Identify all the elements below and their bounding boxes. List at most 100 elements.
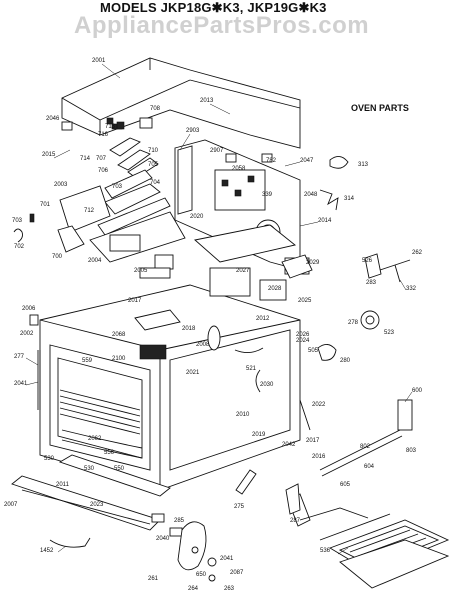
callout-label: 2016 <box>312 454 326 460</box>
callout-label: 2068 <box>112 332 126 338</box>
callout-label: 700 <box>52 254 63 260</box>
callout-label: 2024 <box>296 338 310 344</box>
bottom-trim <box>11 454 183 548</box>
callout-label: 287 <box>290 518 301 524</box>
callout-label: 2001 <box>92 58 106 64</box>
callout-label: 802 <box>360 444 371 450</box>
callout-label: 2002 <box>20 331 34 337</box>
callout-label: 710 <box>148 148 159 154</box>
callout-label: 2100 <box>112 356 126 362</box>
callout-label: 283 <box>366 280 377 286</box>
callout-label: 712 <box>84 208 95 214</box>
callout-label: 2025 <box>298 298 312 304</box>
callout-label: 2004 <box>88 258 102 264</box>
callout-label: 2041 <box>220 556 234 562</box>
callout-label: 2047 <box>300 158 314 164</box>
callout-label: 716 <box>98 132 109 138</box>
right-side-parts <box>177 253 413 582</box>
callout-label: 2017 <box>306 438 320 444</box>
callout-label: 2010 <box>236 412 250 418</box>
callout-label: 705 <box>148 162 159 168</box>
callout-label: 2013 <box>200 98 214 104</box>
callout-label: 650 <box>196 572 207 578</box>
callout-label: 714 <box>80 156 91 162</box>
callout-label: 264 <box>188 586 199 592</box>
callout-label: 2028 <box>268 286 282 292</box>
callout-label: 2907 <box>210 148 224 154</box>
callout-label: 2003 <box>54 182 68 188</box>
callout-label: 559 <box>82 358 93 364</box>
callout-label: 262 <box>412 250 423 256</box>
callout-label: 2903 <box>186 128 200 134</box>
watermark: AppliancePartsPros.com <box>74 12 370 39</box>
callout-label: 703 <box>112 184 123 190</box>
callout-label: 702 <box>14 244 25 250</box>
callout-label: 2041 <box>14 381 28 387</box>
callout-label: 556 <box>104 450 115 456</box>
callout-label: 285 <box>174 518 185 524</box>
callout-label: 2029 <box>306 260 320 266</box>
callout-label: 526 <box>362 258 373 264</box>
callout-label: 263 <box>224 586 235 592</box>
callout-label: 2087 <box>230 570 244 576</box>
callout-label: 600 <box>412 388 423 394</box>
callout-label: 536 <box>320 548 331 554</box>
callout-label: 2019 <box>252 432 266 438</box>
callout-label: 2023 <box>90 502 104 508</box>
section-label: OVEN PARTS <box>351 103 409 113</box>
callout-label: 261 <box>148 576 159 582</box>
callout-label: 278 <box>348 320 359 326</box>
callout-label: 708 <box>150 106 161 112</box>
broiler-pan <box>328 519 450 589</box>
callout-label: 2008 <box>196 342 210 348</box>
callout-label: 2020 <box>190 214 204 220</box>
callout-label: 2058 <box>232 166 246 172</box>
callout-label: 1452 <box>40 548 54 554</box>
callout-label: 706 <box>98 168 109 174</box>
callout-label: 2011 <box>56 482 70 488</box>
oven-cavity <box>29 224 310 491</box>
callout-label: 523 <box>384 330 395 336</box>
callout-label: 2048 <box>304 192 318 198</box>
callout-label: 703 <box>12 218 23 224</box>
callout-label: 605 <box>340 482 351 488</box>
callout-label: 550 <box>114 466 125 472</box>
callout-label: 314 <box>344 196 355 202</box>
callout-label: 339 <box>262 192 273 198</box>
callout-label: 280 <box>340 358 351 364</box>
callout-label: 530 <box>84 466 95 472</box>
callout-label: 2018 <box>182 326 196 332</box>
callout-label: 2026 <box>296 332 310 338</box>
callout-label: 275 <box>234 504 245 510</box>
callout-label: 2030 <box>260 382 274 388</box>
callout-label: 2017 <box>128 298 142 304</box>
callout-label: 2022 <box>312 402 326 408</box>
diagram-title: MODELS JKP18G✱K3, JKP19G✱K3 <box>100 0 327 15</box>
callout-label: 707 <box>96 156 107 162</box>
callout-label: 701 <box>40 202 51 208</box>
callout-label: 2014 <box>318 218 332 224</box>
callout-label: 2046 <box>46 116 60 122</box>
callout-label: 2040 <box>156 536 170 542</box>
callout-label: 2007 <box>4 502 18 508</box>
callout-label: 2005 <box>134 268 148 274</box>
control-components <box>13 117 186 279</box>
callout-label: 2062 <box>88 436 102 442</box>
callout-label: 803 <box>406 448 417 454</box>
callout-label: 521 <box>246 366 257 372</box>
callout-label: 782 <box>266 158 277 164</box>
callout-label: 505 <box>308 348 319 354</box>
callout-label: 313 <box>358 162 369 168</box>
callout-label: 530 <box>44 456 55 462</box>
callout-label: 2012 <box>256 316 270 322</box>
callout-label: 277 <box>14 354 25 360</box>
callout-label: 2006 <box>22 306 36 312</box>
callout-label: 332 <box>406 286 417 292</box>
callout-label: 2015 <box>42 152 56 158</box>
callout-label: 713 <box>105 124 116 130</box>
callout-label: 2021 <box>186 370 200 376</box>
callouts: 2001 2013 2015 2046 716 708 713 714 707 … <box>4 58 423 592</box>
callout-label: 2027 <box>236 268 250 274</box>
